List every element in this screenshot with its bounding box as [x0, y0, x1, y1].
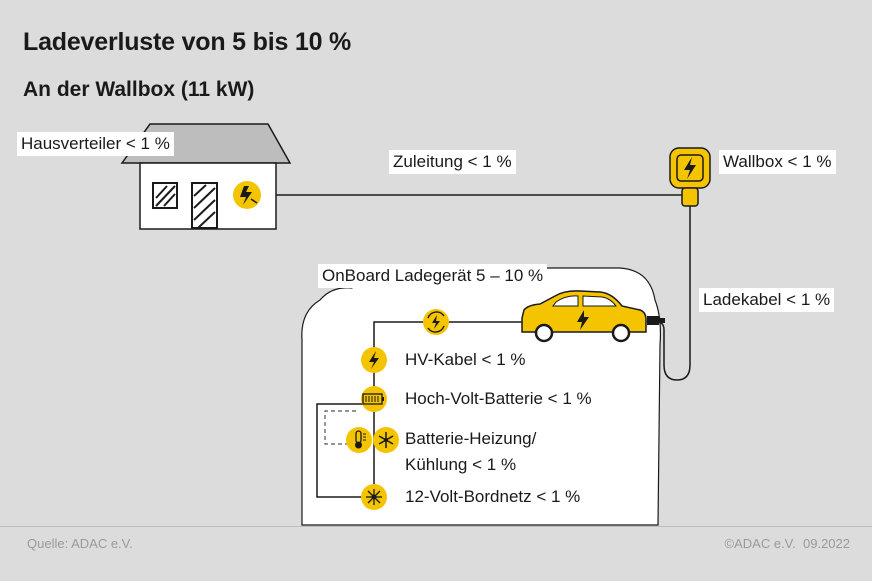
label-hv-batterie: Hoch-Volt-Batterie < 1 %	[405, 389, 592, 408]
label-heizung-line2: Kühlung < 1 %	[405, 455, 517, 474]
fuse-box-icon	[233, 181, 261, 209]
circuit-loop	[316, 403, 374, 498]
network-icon	[361, 484, 387, 510]
battery-icon	[361, 386, 387, 412]
label-wallbox: Wallbox < 1 %	[719, 150, 836, 174]
label-onboard: OnBoard Ladegerät 5 – 10 %	[318, 264, 548, 288]
footer-source: Quelle: ADAC e.V.	[27, 536, 133, 551]
page-title: Ladeverluste von 5 bis 10 %	[23, 28, 352, 56]
footer-divider	[0, 526, 872, 527]
label-hausverteiler: Hausverteiler < 1 %	[17, 132, 174, 156]
heater-bypass	[324, 410, 356, 445]
wallbox-icon	[669, 147, 711, 207]
label-ladekabel: Ladekabel < 1 %	[699, 288, 835, 312]
label-bordnetz: 12-Volt-Bordnetz < 1 %	[405, 487, 581, 506]
label-zuleitung: Zuleitung < 1 %	[389, 150, 516, 174]
charger-icon	[423, 309, 449, 335]
label-hv-kabel: HV-Kabel < 1 %	[405, 350, 526, 369]
page-subtitle: An der Wallbox (11 kW)	[23, 78, 255, 101]
ladekabel-line	[656, 206, 691, 381]
label-heizung-line1: Batterie-Heizung/	[405, 429, 537, 448]
thermometer-icon	[346, 427, 372, 453]
onboard-line	[373, 321, 522, 345]
lightning-icon	[361, 347, 387, 373]
car-icon	[521, 290, 665, 343]
snowflake-icon	[373, 427, 399, 453]
footer-copyright: ©ADAC e.V. 09.2022	[724, 536, 850, 551]
